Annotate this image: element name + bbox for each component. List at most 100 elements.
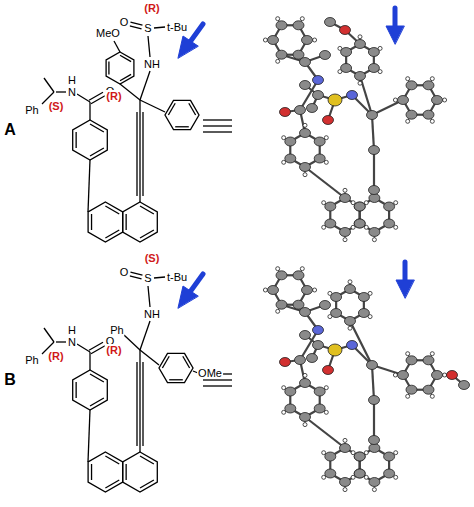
ortep-atom <box>369 228 380 237</box>
bond <box>136 362 137 446</box>
ring <box>123 452 158 492</box>
ortep-atom <box>328 291 332 295</box>
ortep-atom <box>313 326 324 335</box>
ortep-atom <box>300 267 304 271</box>
ortep-atom <box>276 300 287 309</box>
ortep-atom <box>303 173 307 177</box>
ortep-atom <box>393 373 397 377</box>
ortep-atom <box>285 387 296 396</box>
ortep-atom <box>324 410 328 414</box>
ring <box>159 353 193 382</box>
atom-label: Ph <box>24 104 39 116</box>
ortep-atom <box>430 119 434 123</box>
ortep-atom <box>276 267 280 271</box>
ortep-atom <box>303 423 307 427</box>
ortep-atom <box>430 394 434 398</box>
bond <box>89 342 103 350</box>
bond <box>140 206 154 214</box>
bond <box>154 27 165 28</box>
ortep-atom <box>285 137 296 146</box>
stereo-label: (R) <box>105 344 122 356</box>
atom-label: t-Bu <box>166 21 188 33</box>
ortep-atom <box>351 475 355 479</box>
ortep-atom <box>300 58 311 67</box>
atom-label: S <box>143 22 152 34</box>
bond <box>148 36 150 57</box>
ortep-atom <box>358 81 362 85</box>
ortep-atom <box>340 228 351 237</box>
ortep-atom <box>295 356 306 365</box>
ortep-atom <box>268 286 279 295</box>
blue-arrow <box>178 8 414 308</box>
ortep-atom <box>347 91 358 100</box>
ortep-atom <box>303 123 307 127</box>
ortep-atom <box>282 160 286 164</box>
stereo-label: (S) <box>144 252 161 264</box>
ortep-atom <box>406 385 417 394</box>
ortep-atom <box>313 288 317 292</box>
ortep-atom <box>300 379 311 388</box>
ortep-atom <box>406 110 417 119</box>
bond <box>139 112 140 196</box>
ortep-atom <box>369 146 380 155</box>
ortep-atom <box>348 280 352 284</box>
ortep-atom <box>314 404 325 413</box>
atom-label: H <box>67 74 77 86</box>
ortep-atom <box>384 202 395 211</box>
atom-label: NH <box>143 308 161 320</box>
ring <box>73 120 108 160</box>
bond <box>142 112 143 196</box>
ortep-atom <box>343 238 347 242</box>
ortep-atom <box>338 70 342 74</box>
bond <box>136 112 137 196</box>
ortep-atom <box>324 136 328 140</box>
ortep-atom <box>322 225 326 229</box>
ortep-atom <box>354 219 365 228</box>
ortep-atom <box>300 129 311 138</box>
ortep-atom <box>300 17 304 21</box>
ortep-atom <box>432 371 443 380</box>
ortep-atom <box>340 194 351 203</box>
ortep-atom <box>300 308 311 317</box>
bond <box>91 96 105 104</box>
ortep-atom <box>343 488 347 492</box>
ortep-atom <box>323 366 334 375</box>
ortep-atom <box>406 352 410 356</box>
ortep-atom <box>322 201 326 205</box>
ortep-atom <box>432 96 443 105</box>
ortep-atom <box>303 373 307 377</box>
ortep-atom <box>406 394 410 398</box>
bond <box>139 350 140 362</box>
bond <box>169 379 183 380</box>
bond <box>139 362 140 446</box>
bond <box>140 321 150 350</box>
ortep-atom <box>430 352 434 356</box>
ortep-atom <box>406 81 417 90</box>
ortep-atom <box>325 452 336 461</box>
ortep-atom <box>293 271 304 280</box>
bond <box>91 346 105 354</box>
ortep-atom <box>459 381 470 390</box>
ortep-atom <box>351 451 355 455</box>
bond <box>89 102 90 120</box>
ortep-atom <box>282 386 286 390</box>
bond <box>130 276 142 279</box>
bond <box>114 41 120 52</box>
ortep-atom <box>354 202 365 211</box>
ring <box>165 100 199 129</box>
ortep-bond <box>373 150 375 190</box>
ortep-atom <box>320 51 331 60</box>
ortep-atom <box>325 202 336 211</box>
ortep-atom <box>324 386 328 390</box>
ortep-atom <box>307 104 318 113</box>
ortep-atom <box>347 341 358 350</box>
stereo-label: (R) <box>143 2 160 14</box>
ortep-atom <box>328 344 342 356</box>
ortep-atom <box>324 160 328 164</box>
ortep-atom <box>340 444 351 453</box>
bond <box>124 335 140 350</box>
ortep-atom <box>364 475 368 479</box>
bond <box>139 100 140 112</box>
ortep-atom <box>325 219 336 228</box>
